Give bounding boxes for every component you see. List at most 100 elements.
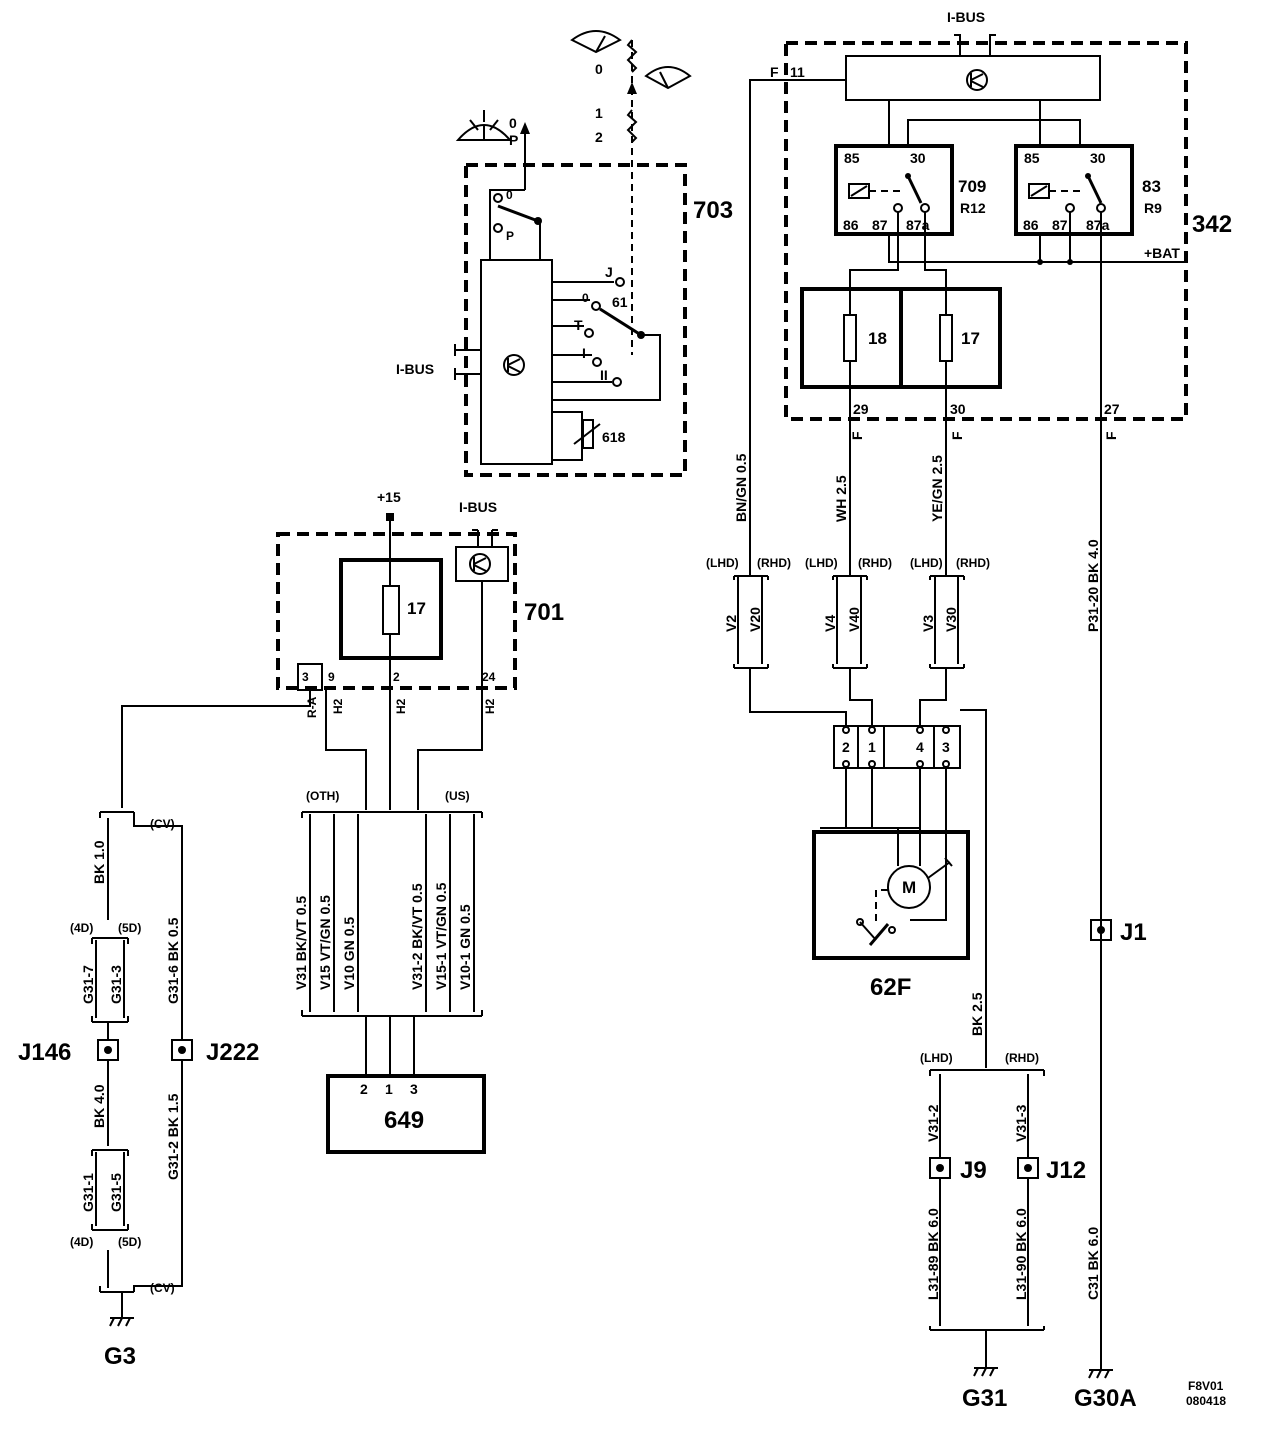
relay-709-30: 30 [910, 150, 926, 166]
footer-code-1: F8V01 [1188, 1379, 1224, 1393]
relay-83-30: 30 [1090, 150, 1106, 166]
d-split-1 [91, 937, 129, 1040]
transistor-icon-342 [966, 69, 988, 91]
motor-icon [887, 865, 931, 909]
cv-top-label: (CV) [150, 817, 175, 831]
motor-label: M [902, 878, 916, 897]
wire-v31-3: V31-3 [1013, 1104, 1029, 1142]
ground-g3-label: G3 [104, 1343, 136, 1370]
junction-j146-dot [104, 1046, 112, 1054]
wire-v312: V31-2 BK/VT 0.5 [409, 883, 425, 990]
relay-709-sublabel: R12 [960, 200, 986, 216]
wire-g312: G31-2 BK 1.5 [165, 1093, 181, 1180]
g31-rhd: (RHD) [1005, 1051, 1039, 1065]
relay-83-box [1014, 144, 1134, 236]
wire-bngn [749, 79, 846, 560]
split2-lhd: (LHD) [805, 556, 838, 570]
relay-83-to-bat [1039, 212, 1071, 262]
wires-to-connector [749, 676, 947, 726]
pin-29: 29 [853, 401, 869, 417]
split1-lhd: (LHD) [706, 556, 739, 570]
fuse-17-342-label: 17 [961, 329, 980, 348]
wiper-pos-0: 0 [595, 61, 603, 77]
pot-618-wiring [552, 411, 583, 461]
relay-709-87-pin [893, 203, 903, 213]
relay-709-box [834, 144, 954, 236]
module-701-label: 701 [524, 599, 564, 626]
module-342-label: 342 [1192, 211, 1232, 238]
transistor-icon [503, 354, 525, 376]
wire-v4: V4 [822, 615, 838, 632]
split3-lhd: (LHD) [910, 556, 943, 570]
bundle-wires [309, 814, 475, 1012]
ibus-label-701: I-BUS [459, 499, 497, 515]
windscreen-washer-icon [455, 110, 513, 141]
ibus-label-342: I-BUS [947, 9, 985, 25]
relay-709-coil-diag [850, 185, 868, 197]
pin-27-f: F [1103, 431, 1119, 440]
park-contact-2 [888, 926, 896, 934]
module-342: 342 I-BUS F 11 85 30 86 87 87a 709 R12 8… [749, 9, 1232, 1370]
pin-11-f: F [770, 64, 779, 80]
park-switch-wire [859, 921, 877, 941]
relay-83-switch [1086, 175, 1103, 204]
split-wires [737, 576, 959, 664]
module-701-outline [276, 532, 517, 690]
cv-split-top [99, 811, 183, 1040]
junction-j222-label: J222 [206, 1039, 259, 1066]
wire-g313: G31-3 [108, 965, 124, 1004]
wire-g315: G31-5 [108, 1173, 124, 1212]
ground-chain-g3: (CV) BK 1.0 (4D) (5D) G31-7 G31-3 G31-6 … [18, 811, 259, 1370]
pot-618-wiper [573, 423, 601, 445]
d5-top: (5D) [118, 921, 141, 935]
relay-83-87a-pin [1096, 203, 1106, 213]
switch-contact-0 [493, 193, 503, 203]
plus-bat-label: +BAT [1144, 245, 1180, 261]
ibus-label-703: I-BUS [396, 361, 434, 377]
d4-top: (4D) [70, 921, 93, 935]
park-pos-p: P [506, 229, 514, 243]
bundle-bottom-bracket [301, 1010, 483, 1074]
junction-j222-dot [178, 1046, 186, 1054]
wiper-spring-top [626, 39, 638, 73]
d5-bottom: (5D) [118, 1235, 141, 1249]
park-switch-blade [868, 923, 890, 946]
module-701: +15 I-BUS 701 17 3 9 2 24 R-A H2 H2 H2 [121, 489, 564, 810]
transistor-icon-342-lines [970, 73, 984, 88]
bundle-us: (US) [445, 789, 470, 803]
wiper-arrow-icon [627, 82, 637, 94]
relay-83-sublabel: R9 [1144, 200, 1162, 216]
g31-lhd: (LHD) [920, 1051, 953, 1065]
ibus-stub-701 [472, 529, 498, 547]
relay-709-87a-pin [920, 203, 930, 213]
component-649-pin-3: 3 [410, 1081, 418, 1097]
switch-61-label-ii: II [600, 367, 608, 383]
wiper-spring-bottom [626, 109, 638, 143]
wiper-pos-1: 1 [595, 105, 603, 121]
switch-61-i [592, 357, 602, 367]
split-top-brackets [733, 560, 965, 580]
relay-83-87-pin [1065, 203, 1075, 213]
module-701-control-unit [455, 546, 509, 582]
wiper-pos-2: 2 [595, 129, 603, 145]
module-701-pin-wires [121, 690, 367, 810]
pin-29-f: F [849, 431, 865, 440]
d-split-2 [91, 1149, 129, 1231]
junction-j9-label: J9 [960, 1157, 987, 1184]
fuse-18-label: 18 [868, 329, 887, 348]
switch-61-common [552, 334, 661, 401]
module-703-label: 703 [693, 197, 733, 224]
transistor-icon-701-lines [473, 557, 487, 572]
pin-30: 30 [950, 401, 966, 417]
motor-park-link [875, 889, 888, 925]
component-649-label: 649 [384, 1107, 424, 1134]
windscreen-wiper-interval-icon [644, 66, 692, 90]
arrow-up-icon [520, 122, 530, 134]
split1-rhd: (RHD) [757, 556, 791, 570]
component-649-box [326, 1074, 486, 1154]
switch-61-label-0: 0 [582, 291, 589, 305]
split-bottom-brackets [733, 664, 965, 676]
pin-701-3: 3 [302, 670, 309, 684]
ground-g30a-label: G30A [1074, 1385, 1137, 1412]
